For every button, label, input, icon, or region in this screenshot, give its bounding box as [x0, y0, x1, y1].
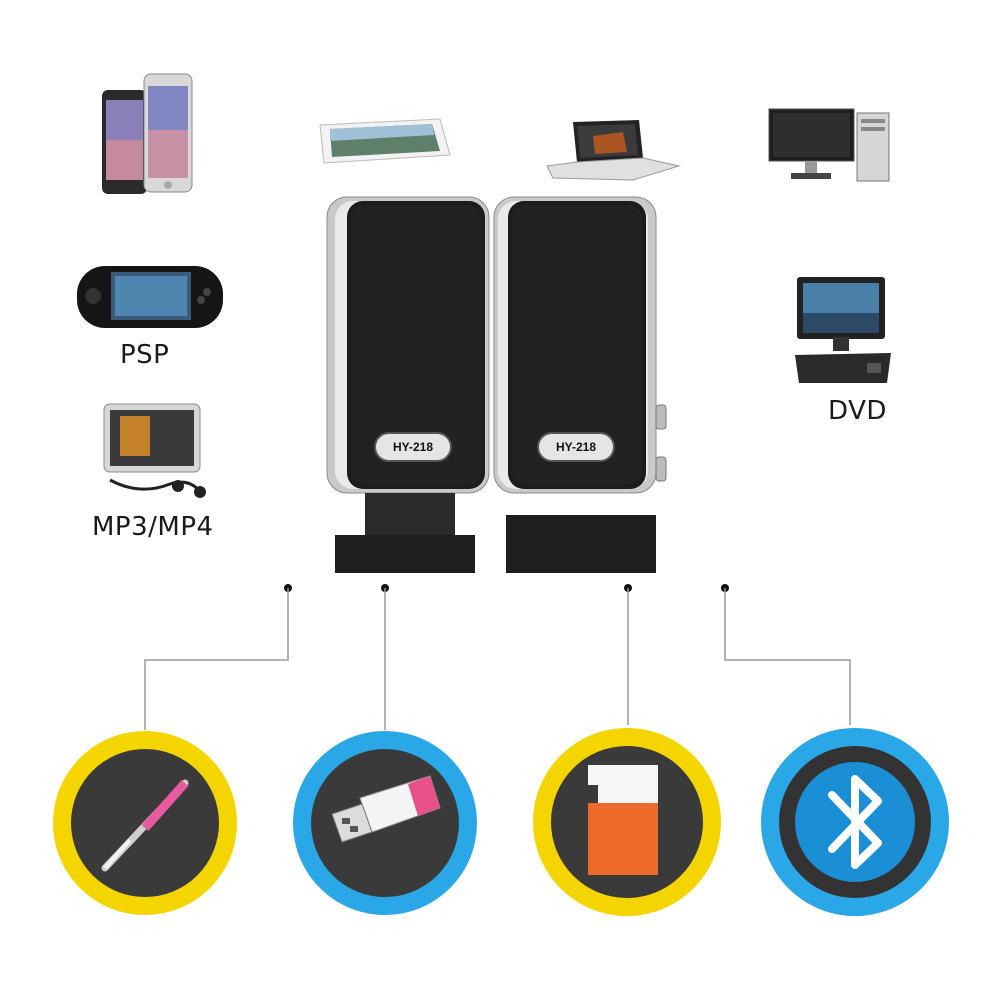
speaker-left: HY-218	[325, 195, 495, 575]
dvd-player-image	[793, 275, 893, 387]
speaker-right: HY-218	[492, 195, 672, 575]
bluetooth-badge	[758, 725, 953, 920]
tablet-image	[312, 115, 452, 167]
micro-sd-badge	[530, 725, 725, 920]
bluetooth-icon	[828, 775, 882, 869]
usb-badge	[290, 728, 480, 918]
micro-sd-icon	[588, 765, 658, 875]
speaker-right-model-badge: HY-218	[555, 440, 597, 454]
desktop-computer-image	[765, 105, 895, 185]
dvd-label: DVD	[828, 396, 887, 426]
audio-jack-badge	[50, 728, 240, 918]
mp3-mp4-label: MP3/MP4	[92, 512, 214, 542]
psp-label: PSP	[120, 340, 170, 370]
usb-icon	[331, 775, 441, 843]
laptop-image	[543, 118, 683, 183]
smartphones-image	[100, 70, 195, 200]
audio-jack-icon	[101, 779, 189, 872]
speaker-left-model-badge: HY-218	[392, 440, 434, 454]
mp3-player-image	[100, 400, 210, 500]
psp-image	[75, 262, 225, 332]
